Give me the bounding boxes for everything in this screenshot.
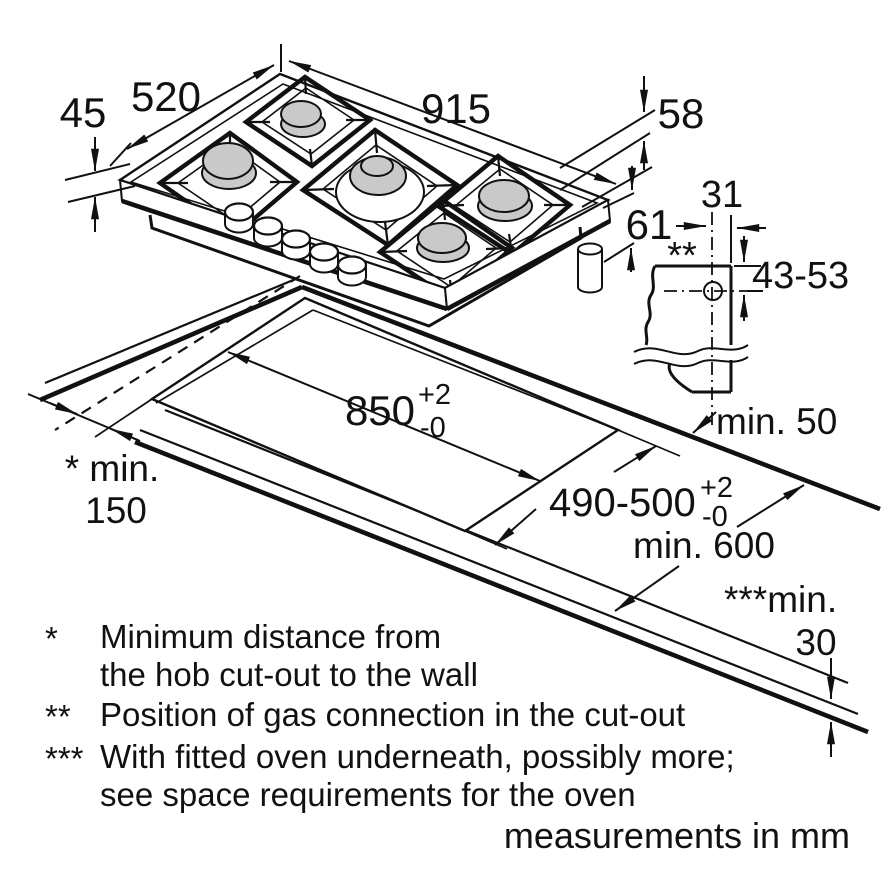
dim-arrow-600-front	[614, 565, 680, 612]
dim-150-label: * min.	[65, 448, 160, 489]
dim-600-label: min. 600	[633, 525, 775, 566]
knob	[223, 202, 255, 234]
footnote-3-marker: ***	[45, 740, 84, 777]
dim-31-label: 31	[701, 174, 743, 216]
knob	[336, 255, 368, 287]
cutout-top-extension-line	[617, 429, 681, 457]
bracket-left-wavy-edge	[644, 265, 657, 346]
hob-housing-outline	[148, 214, 583, 328]
dim-line-520	[126, 64, 275, 150]
break-line-2	[633, 356, 749, 368]
knob	[280, 229, 312, 261]
footnote-3-line2: see space requirements for the oven	[100, 776, 636, 813]
witness-45-top	[64, 163, 131, 181]
dim-45-label: 45	[60, 89, 107, 136]
dim-850-label: 850	[345, 387, 415, 434]
footnote-1-marker: *	[45, 620, 58, 657]
bracket-lower-left-edge	[667, 362, 693, 394]
dim-arrow-min50	[692, 411, 717, 434]
footnotes: * Minimum distance from the hob cut-out …	[45, 618, 850, 856]
witness-61-bottom	[603, 242, 635, 263]
dim-arrow-150-left	[49, 401, 78, 415]
footnote-2-line1: Position of gas connection in the cut-ou…	[100, 696, 685, 733]
burner-cap	[417, 222, 467, 254]
dim-worktop-depth: min. 600	[614, 484, 805, 612]
gas-connection-detail: 31 ** 43-53 min. 50	[633, 174, 849, 442]
dim-arrow-150-right	[110, 428, 139, 442]
witness-58-bottom	[559, 132, 651, 191]
dim-150-value: 150	[85, 490, 147, 531]
dim-front-clearance: ***min. 30	[724, 579, 837, 757]
dim-30-label: ***min.	[724, 579, 837, 620]
dim-850-tol-minus: -0	[420, 412, 446, 444]
worktop-rear-edge	[301, 284, 881, 512]
gas-marker-label: **	[667, 235, 697, 277]
dim-cutout-depth: 490-500 +2 -0	[494, 445, 733, 546]
dim-61-label: 61	[626, 201, 673, 248]
dim-490-label: 490-500	[549, 481, 696, 525]
dim-cutout-width: 850 +2 -0	[227, 351, 541, 482]
witness-right-corner	[581, 166, 653, 208]
witness-61-top	[602, 192, 635, 209]
control-knobs	[223, 202, 368, 287]
burner-cap	[202, 142, 254, 180]
side-wall-edge-line	[39, 284, 303, 403]
footnote-2-marker: **	[45, 698, 71, 735]
dim-hob: 45 520 915 58 61	[60, 44, 705, 272]
knob	[252, 216, 284, 248]
dim-58-label: 58	[658, 90, 705, 137]
dim-line-490-upper	[613, 445, 657, 473]
cutout-left-extension-line	[94, 398, 153, 438]
units-note: measurements in mm	[504, 815, 850, 856]
footnote-1-line2: the hob cut-out to the wall	[100, 656, 478, 693]
break-line-1	[633, 344, 749, 356]
dim-43-53-label: 43-53	[752, 255, 849, 297]
burner-cap-top	[360, 155, 394, 177]
dim-490-tol-plus: +2	[700, 472, 733, 504]
dim-line-850	[227, 351, 541, 482]
worktop-front-bottom-edge	[134, 439, 869, 735]
witness-58-top	[559, 109, 656, 169]
dim-arrow-600-rear	[736, 484, 805, 528]
knob	[308, 242, 340, 274]
footnote-3-line1: With fitted oven underneath, possibly mo…	[100, 738, 735, 775]
dim-line-915	[288, 60, 617, 185]
burner-cap	[478, 179, 530, 213]
dim-min50-label: min. 50	[716, 401, 837, 442]
wall-reference-dashed-line	[54, 275, 301, 431]
cutout-bottom-extension-line	[464, 530, 508, 550]
dim-850-tol-plus: +2	[418, 379, 451, 411]
dim-line-490-lower	[494, 508, 537, 546]
dim-915-label: 915	[421, 85, 491, 132]
burner-cap	[280, 100, 322, 128]
dim-side-clearance: * min. 150	[27, 393, 160, 531]
hob-edge-bottom-right	[445, 218, 612, 312]
dim-520-label: 520	[131, 73, 201, 120]
side-wall-top-line	[44, 276, 299, 385]
hob-foot	[577, 242, 603, 294]
hob-drawing	[117, 72, 612, 328]
footnote-1-line1: Minimum distance from	[100, 618, 441, 655]
witness-45-bottom	[67, 185, 136, 203]
dim-30-value: 30	[795, 622, 836, 663]
dim-490-tol-minus: -0	[702, 501, 728, 533]
witness-left-corner	[109, 142, 132, 167]
